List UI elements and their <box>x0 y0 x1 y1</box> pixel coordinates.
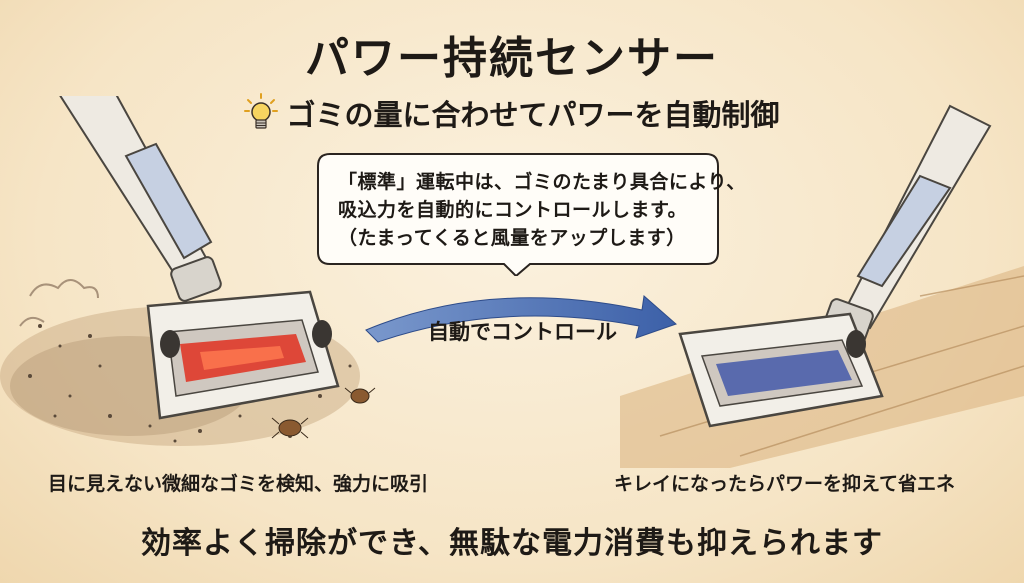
bubble-line: （たまってくると風量をアップします） <box>338 227 686 249</box>
right-vacuum-illustration <box>620 104 1024 468</box>
arrow-label: 自動でコントロール <box>428 320 617 344</box>
speech-bubble: 「標準」運転中は、ゴミのたまり具合により、 吸込力を自動的にコントロールします。… <box>316 152 746 276</box>
subtitle-text: ゴミの量に合わせてパワーを自動制御 <box>286 98 780 132</box>
summary-text: 効率よく掃除ができ、無駄な電力消費も抑えられます <box>141 526 883 561</box>
left-caption: 目に見えない微細なゴミを検知、強力に吸引 <box>48 473 429 495</box>
bubble-text: 「標準」運転中は、ゴミのたまり具合により、 吸込力を自動的にコントロールします。… <box>338 168 746 252</box>
lightbulb-icon <box>244 93 279 133</box>
left-vacuum-illustration <box>0 96 376 446</box>
bubble-line: 吸込力を自動的にコントロールします。 <box>338 199 688 221</box>
right-caption: キレイになったらパワーを抑えて省エネ <box>614 473 956 495</box>
curved-arrow-icon <box>365 295 677 343</box>
bubble-line: 「標準」運転中は、ゴミのたまり具合により、 <box>338 171 746 193</box>
subtitle-row: ゴミの量に合わせてパワーを自動制御 <box>0 92 1024 134</box>
page-title: パワー持続センサー <box>305 33 719 84</box>
